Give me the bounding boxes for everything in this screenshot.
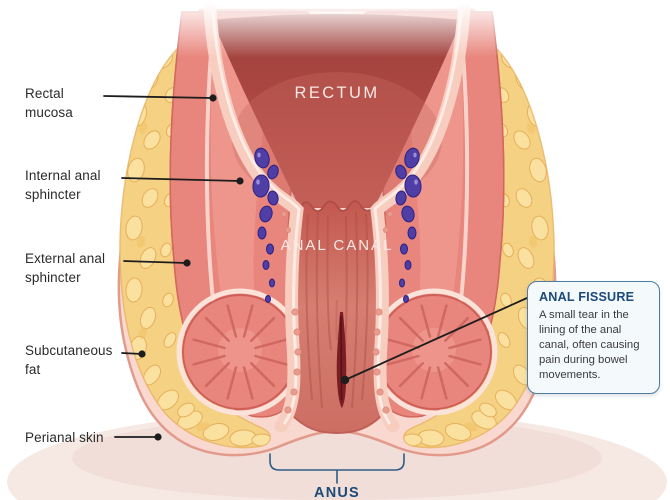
label-external-anal-sphincter: External anal sphincter <box>25 251 106 285</box>
sphincter-bulge <box>176 288 304 416</box>
dentate-line <box>299 200 375 213</box>
label-rectal-mucosa: Rectal mucosa <box>25 86 73 120</box>
label-anus: ANUS <box>314 485 360 500</box>
callout-body: A small tear in the lining of the anal c… <box>539 309 640 381</box>
top-fade <box>80 0 594 58</box>
anal-fissure-callout: ANAL FISSURE A small tear in the lining … <box>527 281 660 394</box>
rectum-cavity-shape <box>212 14 462 208</box>
label-subcutaneous-fat: Subcutaneous fat <box>25 343 113 377</box>
rectal-mucosa-lining <box>203 3 304 433</box>
label-rectum: RECTUM <box>294 84 380 102</box>
label-perianal-skin: Perianal skin <box>25 430 104 445</box>
label-anal-canal: ANAL CANAL <box>280 237 394 254</box>
callout-title: ANAL FISSURE <box>539 290 635 304</box>
label-internal-anal-sphincter: Internal anal sphincter <box>25 168 101 202</box>
vein-cluster <box>252 147 279 303</box>
